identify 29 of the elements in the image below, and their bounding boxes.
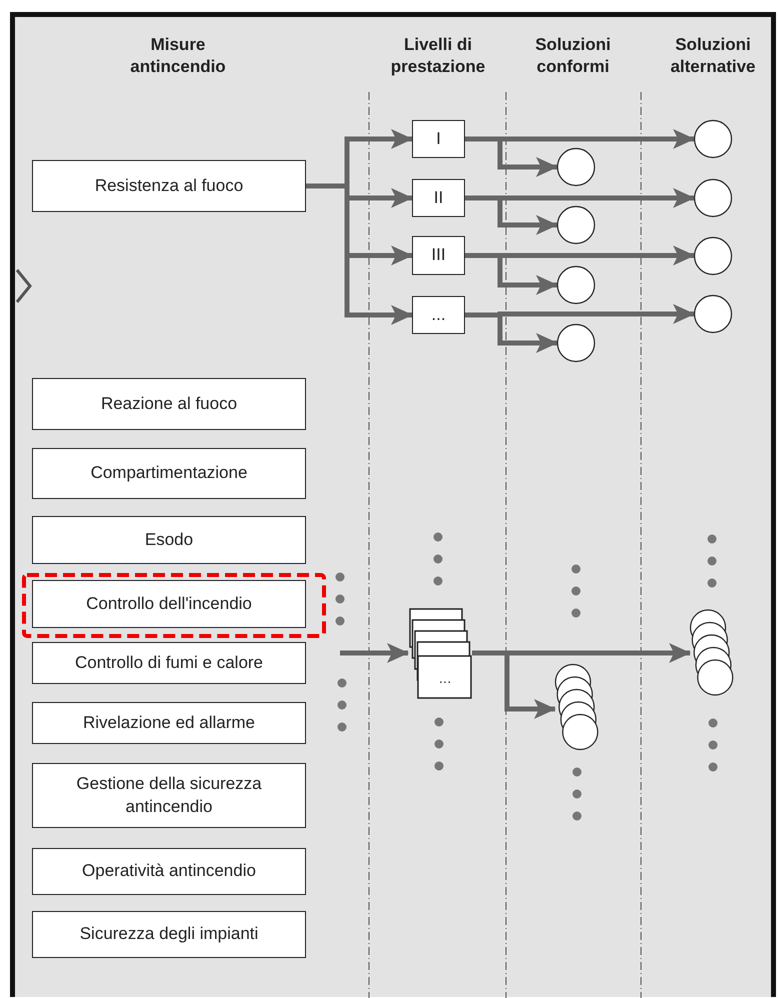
process-box: Gestione della sicurezza antincendio (32, 763, 306, 828)
solution-circle (694, 120, 732, 158)
process-box: Reazione al fuoco (32, 378, 306, 430)
process-box: Rivelazione ed allarme (32, 702, 306, 744)
solution-circle (557, 324, 595, 362)
process-box: II (412, 179, 465, 217)
process-box: Compartimentazione (32, 448, 306, 499)
process-box: Controllo di fumi e calore (32, 642, 306, 684)
column-header: Misure antincendio (129, 34, 227, 78)
process-box: Operatività antincendio (32, 848, 306, 895)
stacked-boxes (408, 608, 472, 700)
column-header: Soluzioni alternative (669, 34, 757, 78)
process-box: Controllo dell'incendio (32, 580, 306, 628)
solution-circle (557, 206, 595, 244)
process-box: I (412, 120, 465, 158)
process-box: Sicurezza degli impianti (32, 911, 306, 958)
arrow (340, 643, 409, 663)
process-box: Esodo (32, 516, 306, 564)
solution-circle (694, 295, 732, 333)
column-header: Livelli di prestazione (390, 34, 486, 78)
process-box: Resistenza al fuoco (32, 160, 306, 212)
process-box: ... (412, 296, 465, 334)
process-box: III (412, 236, 465, 275)
solution-circle (557, 148, 595, 186)
node-label: ... (438, 668, 452, 688)
solution-circle (694, 179, 732, 217)
column-header: Soluzioni conformi (534, 34, 612, 78)
solution-circle (694, 237, 732, 275)
solution-circle (557, 266, 595, 304)
